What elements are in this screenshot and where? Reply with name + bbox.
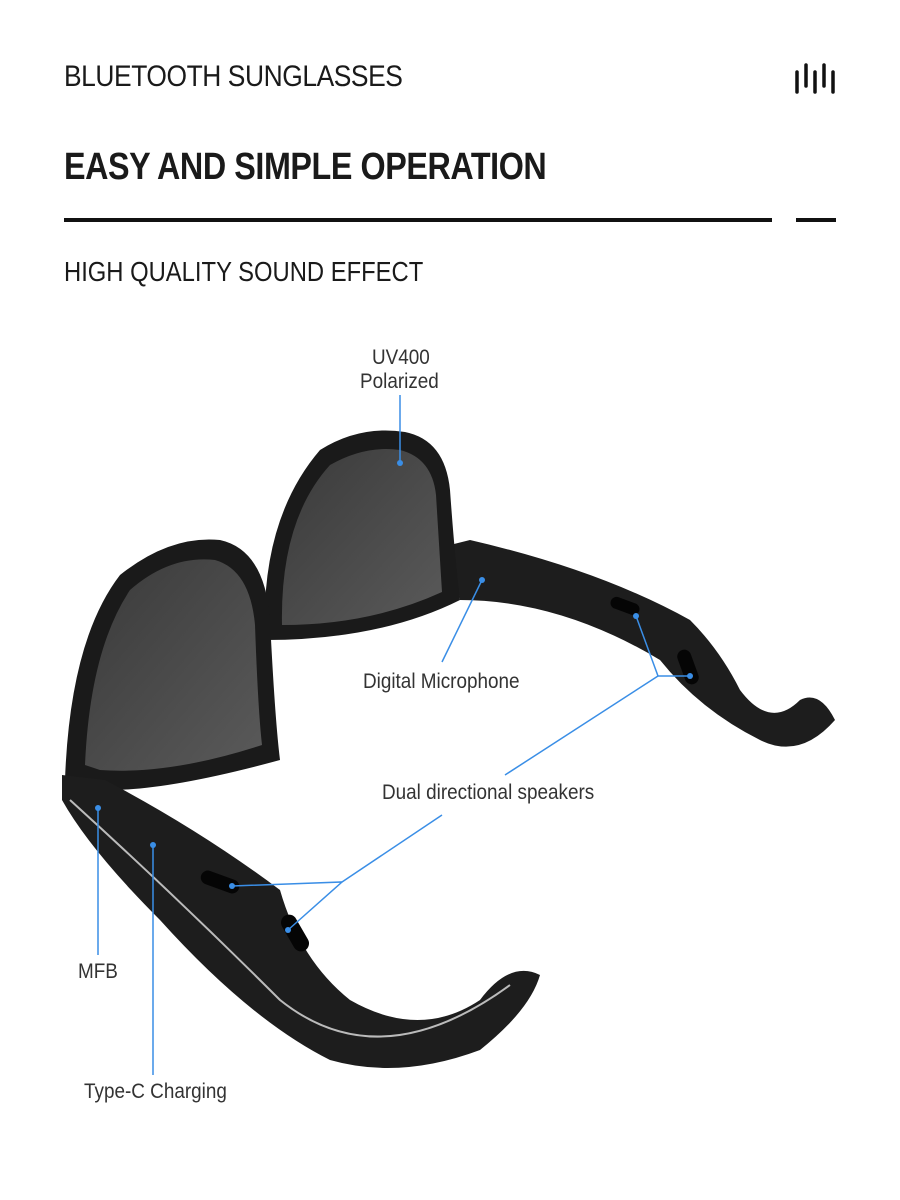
callout-microphone: Digital Microphone [363, 670, 520, 693]
callout-lines [97, 395, 690, 1075]
headline: EASY AND SIMPLE OPERATION [64, 146, 547, 188]
callout-lens-polarized: Polarized [360, 370, 439, 393]
subheading: HIGH QUALITY SOUND EFFECT [64, 256, 424, 287]
brand-title: BLUETOOTH SUNGLASSES [64, 60, 403, 93]
callout-lens-uv400: UV400 [372, 346, 430, 369]
callout-charging: Type-C Charging [84, 1080, 227, 1103]
callout-mfb: MFB [78, 960, 118, 983]
sound-bars-icon [795, 63, 835, 94]
divider-short [796, 218, 836, 222]
callout-speakers: Dual directional speakers [382, 781, 595, 804]
divider [64, 218, 772, 222]
